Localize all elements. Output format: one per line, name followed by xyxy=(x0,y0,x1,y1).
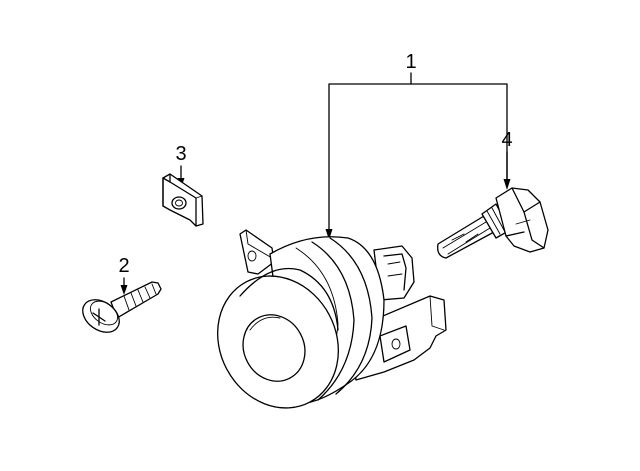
callout-1-label: 1 xyxy=(405,51,416,73)
clip-nut xyxy=(162,173,204,227)
callout-4-label: 4 xyxy=(501,129,512,151)
fog-lamp-assembly xyxy=(217,229,447,409)
callout-2-label: 2 xyxy=(118,255,129,277)
screw xyxy=(82,281,162,333)
callout-1-leader xyxy=(325,72,511,240)
bulb xyxy=(437,187,549,259)
callout-3-label: 3 xyxy=(175,143,186,165)
callout-2-leader xyxy=(120,277,128,295)
